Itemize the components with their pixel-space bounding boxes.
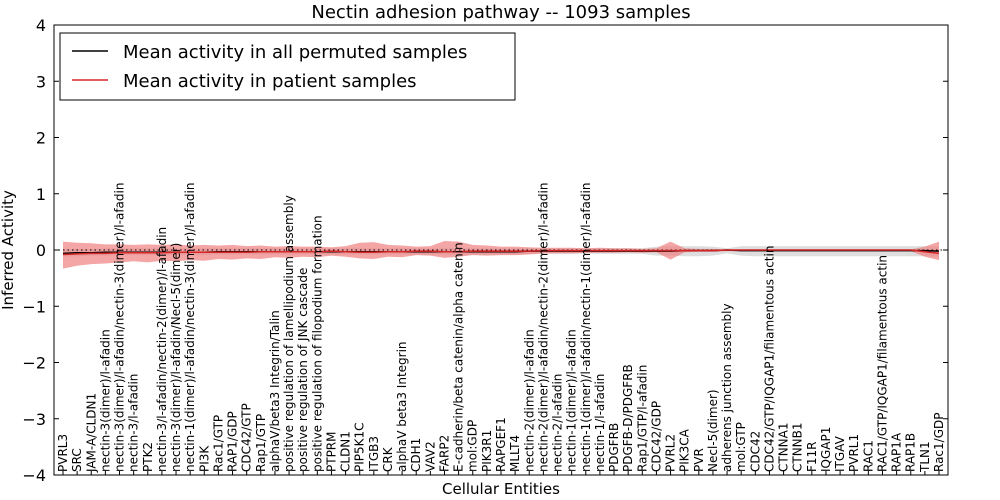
y-tick-label: 1 bbox=[36, 185, 46, 204]
x-tick-label: PI3K bbox=[197, 445, 211, 472]
x-tick-label: F11R bbox=[805, 441, 819, 472]
plot-frame bbox=[53, 24, 949, 476]
x-tick-label: Rac1/GDP bbox=[932, 413, 946, 472]
y-axis-label: Inferred Activity bbox=[0, 190, 17, 310]
x-tick-label: PTK2 bbox=[141, 442, 155, 472]
x-tick-label: PIK3R1 bbox=[480, 430, 494, 472]
x-tick-label: RAP1B bbox=[904, 433, 918, 472]
x-tick-label: alphaV beta3 Integrin bbox=[395, 341, 409, 472]
y-tick-label: −3 bbox=[22, 410, 46, 429]
x-axis-label: Cellular Entities bbox=[442, 480, 560, 498]
x-tick-label: CDC42/GDP bbox=[649, 401, 663, 472]
legend-label-patient: Mean activity in patient samples bbox=[123, 71, 417, 92]
x-tick-label: RAC1/GTP/IQGAP1/filamentous actin bbox=[876, 255, 890, 472]
patient-range-band bbox=[63, 241, 939, 269]
x-tick-label: Rac1/GTP bbox=[211, 415, 225, 472]
x-tick-label: Necl-5(dimer) bbox=[706, 389, 720, 472]
x-tick-label: MLLT4 bbox=[508, 435, 522, 472]
y-tick-label: −2 bbox=[22, 354, 46, 373]
x-tick-label: nectin-1(dimer)/l-afadin/nectin-1(dimer)… bbox=[579, 183, 593, 472]
chart-title: Nectin adhesion pathway -- 1093 samples bbox=[311, 2, 690, 23]
x-tick-label: mol:GTP bbox=[734, 422, 748, 472]
x-tick-label: RAP1/GDP bbox=[226, 411, 240, 472]
x-tick-label: RAC1 bbox=[861, 440, 875, 472]
x-tick-label: CDC42/GTP/IQGAP1/filamentous actin bbox=[763, 246, 777, 472]
legend: Mean activity in all permuted samples Me… bbox=[59, 32, 516, 101]
x-tick-label: CDC42/GTP bbox=[240, 403, 254, 472]
x-tick-label: PVRL3 bbox=[56, 434, 70, 472]
x-tick-label: CDC42 bbox=[748, 431, 762, 472]
x-tick-label: VAV2 bbox=[423, 441, 437, 472]
x-tick-label: nectin-1(dimer)/l-afadin/nectin-3(dimer)… bbox=[183, 183, 197, 472]
x-tick-label: CTNNB1 bbox=[791, 422, 805, 472]
x-tick-label: SRC bbox=[70, 448, 84, 472]
y-tick-label: 0 bbox=[36, 241, 46, 260]
x-tick-label: RAP1A bbox=[890, 432, 904, 472]
axis-layer: −4 −3 −2 −1 0 1 2 3 4 bbox=[22, 16, 949, 485]
y-tick-label: −4 bbox=[22, 466, 46, 485]
x-tick-label: nectin-3(dimer)/l-afadin/Necl-5(dimer) bbox=[169, 243, 183, 472]
y-tick-label: 4 bbox=[36, 16, 46, 35]
x-tick-label: Rap1/GTP bbox=[254, 414, 268, 472]
y-tick-label: 3 bbox=[36, 72, 46, 91]
x-tick-label: nectin-2(dimer)/l-afadin/nectin-2(dimer)… bbox=[536, 183, 550, 472]
legend-label-permuted: Mean activity in all permuted samples bbox=[123, 42, 467, 63]
x-tick-label: CTNNA1 bbox=[777, 422, 791, 472]
x-tick-label: PDGFRB bbox=[607, 423, 621, 472]
x-tick-label: mol:GDP bbox=[466, 420, 480, 472]
x-tick-label: PVRL1 bbox=[847, 434, 861, 472]
series-line-patient bbox=[62, 249, 940, 256]
x-tick-label: TLN1 bbox=[918, 441, 932, 473]
x-tick-label: PIP5K1C bbox=[353, 422, 367, 472]
y-tick-label: 2 bbox=[36, 129, 46, 148]
x-tick-label: nectin-3(dimer)/l-afadin/nectin-3(dimer)… bbox=[113, 183, 127, 472]
x-tick-label: FARP2 bbox=[438, 435, 452, 472]
x-tick-label: RAPGEF1 bbox=[494, 417, 508, 472]
x-tick-label: CRK bbox=[381, 446, 395, 472]
x-tick-label: adherens junction assembly bbox=[720, 303, 734, 472]
x-tick-label: nectin-2(dimer)/l-afadin bbox=[522, 329, 536, 472]
x-tick-label: ITGAV bbox=[833, 435, 847, 472]
x-tick-label: nectin-3/l-afadin bbox=[127, 374, 141, 472]
x-tick-label: positive regulation of JNK cascade bbox=[296, 268, 310, 472]
legend-box bbox=[59, 32, 516, 101]
x-tick-label: E-cadherin/beta catenin/alpha catenin bbox=[452, 242, 466, 472]
x-tick-label: nectin-3(dimer)/l-afadin bbox=[98, 329, 112, 472]
x-tick-label: CLDN1 bbox=[339, 431, 353, 472]
x-tick-label: nectin-3/l-afadin/nectin-2(dimer)/l-afad… bbox=[155, 227, 169, 472]
x-tick-label: PIK3CA bbox=[678, 428, 692, 472]
x-tick-label: nectin-1/l-afadin bbox=[593, 374, 607, 472]
x-tick-label: alphaV/beta3 Integrin/Talin bbox=[268, 310, 282, 472]
x-tick-label: CDH1 bbox=[409, 438, 423, 472]
x-tick-label: JAM-A/CLDN1 bbox=[84, 393, 98, 473]
x-tick-label: positive regulation of lamellipodium ass… bbox=[282, 195, 296, 472]
x-tick-label: PVR bbox=[692, 448, 706, 472]
x-tick-label: IQGAP1 bbox=[819, 427, 833, 472]
x-tick-label: Rap1/GTP/l-afadin bbox=[635, 365, 649, 472]
x-tick-label: ITGB3 bbox=[367, 436, 381, 472]
x-tick-label: nectin-2/l-afadin bbox=[551, 374, 565, 472]
x-tick-label: PTPRM bbox=[325, 432, 339, 473]
x-tick-label: positive regulation of filopodium format… bbox=[310, 215, 324, 472]
y-tick-label: −1 bbox=[22, 297, 46, 316]
x-tick-label: PVRL2 bbox=[664, 434, 678, 472]
x-tick-label: nectin-1(dimer)/l-afadin bbox=[565, 329, 579, 472]
x-tick-label: PDGFB-D/PDGFRB bbox=[621, 364, 635, 472]
